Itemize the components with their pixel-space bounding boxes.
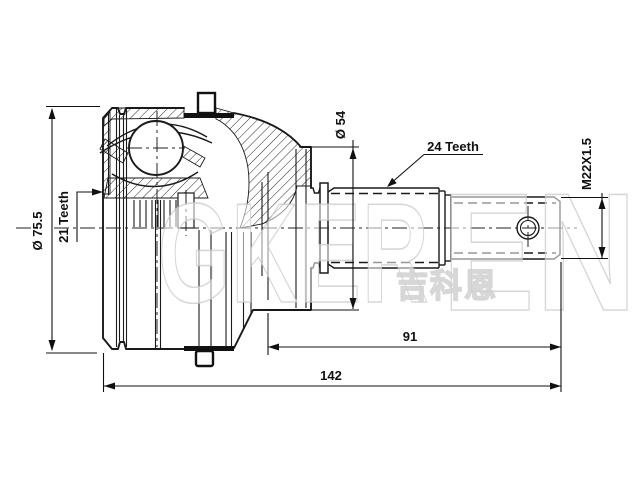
dim-boot-diameter-label: Ø 54 xyxy=(333,110,348,139)
centerlines xyxy=(16,111,577,347)
spline-outline-top xyxy=(327,187,439,193)
watermark: GKER EN 吉科恩 xyxy=(157,157,638,347)
dim-outer-diameter: Ø 75.5 xyxy=(30,105,100,354)
watermark-latin-main: GKER xyxy=(158,174,430,333)
dim-shaft-length-label: 91 xyxy=(403,329,417,344)
dim-outer-diameter-label: Ø 75.5 xyxy=(30,211,45,250)
dim-inner-spline: 21 Teeth xyxy=(56,188,103,243)
dimensions: Ø 75.5 21 Teeth Ø 54 24 Teeth xyxy=(30,105,608,392)
dim-shaft-spline: 24 Teeth xyxy=(387,139,483,187)
spline-outline-bottom xyxy=(327,263,439,269)
dim-shaft-length: 91 xyxy=(267,262,562,392)
dim-inner-spline-label: 21 Teeth xyxy=(56,191,71,243)
dim-total-length-label: 142 xyxy=(320,368,342,383)
shaft-root-groove-bottom xyxy=(311,262,321,269)
abs-ring-tab-bottom xyxy=(194,349,215,368)
inner-spline-bore xyxy=(133,200,177,227)
shaft-root-groove-top xyxy=(311,187,321,194)
dim-shaft-spline-label: 24 Teeth xyxy=(427,139,479,154)
dim-total-length: 142 xyxy=(102,353,561,392)
housing-step-edges xyxy=(107,109,307,348)
dim-thread-label: M22X1.5 xyxy=(579,138,594,190)
watermark-cjk: 吉科恩 xyxy=(396,267,498,304)
abs-ring-tab-top xyxy=(196,91,217,115)
dim-thread: M22X1.5 xyxy=(561,138,608,260)
watermark-latin-suffix: EN xyxy=(442,158,638,346)
dim-boot-diameter: Ø 54 xyxy=(268,110,359,311)
race-arc-lower xyxy=(111,171,199,188)
